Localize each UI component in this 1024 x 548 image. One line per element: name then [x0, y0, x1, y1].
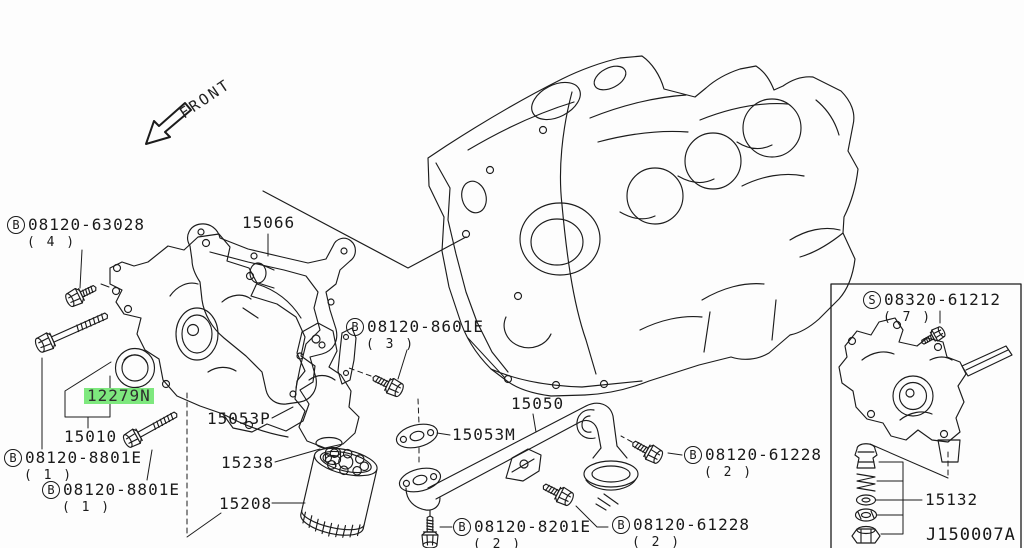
part-quantity: ( 3 ) [366, 337, 416, 352]
strainer-bell [584, 461, 638, 487]
part-quantity: ( 1 ) [62, 500, 112, 515]
relief-valve-15132-drawing [852, 444, 880, 543]
part-label-row: 15132 [925, 492, 978, 508]
part-number: 08120-8801E [63, 480, 180, 499]
prefix-circle-icon: B [612, 516, 630, 534]
part-label-cover-15053P[interactable]: 15053P [207, 411, 271, 427]
part-number: 15010 [64, 427, 118, 446]
cylinder-bore-3 [743, 99, 801, 157]
part-label-row: 15010 [64, 429, 117, 445]
part-label-row: 15050 [511, 396, 564, 412]
part-number: 15238 [221, 453, 275, 472]
part-number: 08120-8201E [474, 517, 591, 536]
strainer-flange [397, 464, 443, 496]
prefix-circle-icon: B [4, 449, 22, 467]
relief-valve-plug [855, 444, 877, 468]
part-quantity: ( 2 ) [704, 465, 754, 480]
part-quantity: ( 1 ) [24, 468, 74, 483]
part-quantity: ( 2 ) [473, 537, 523, 548]
part-label-strainer-15050[interactable]: 15050 [511, 396, 564, 412]
part-quantity: ( 7 ) [883, 310, 933, 325]
gasket-15053M-upper [394, 420, 440, 452]
part-number: 15208 [219, 494, 273, 513]
part-label-seal-12279N[interactable]: 12279N [84, 388, 154, 404]
oil-strainer-15050-drawing [394, 403, 638, 516]
alignment-pointer-line [263, 191, 466, 268]
part-number: 08320-61212 [884, 290, 1001, 309]
part-number: 15066 [242, 213, 296, 232]
part-label-gasket-15066[interactable]: 15066 [242, 215, 295, 231]
part-label-oil-pump-15010[interactable]: 15010 [64, 429, 117, 445]
engine-block-drawing [428, 56, 858, 396]
part-number: 08120-61228 [633, 515, 750, 534]
part-quantity: ( 4 ) [27, 235, 77, 250]
part-label-oil-filter-15208[interactable]: 15208 [219, 496, 272, 512]
prefix-circle-icon: B [346, 318, 364, 336]
front-cover-15010-drawing [110, 234, 359, 465]
part-quantity: ( 2 ) [632, 535, 682, 548]
part-label-row: 15238 [221, 455, 274, 471]
inset-pump-body-drawing [839, 318, 1012, 462]
part-label-adapter-15238[interactable]: 15238 [221, 455, 274, 471]
part-number: 12279N [84, 388, 154, 404]
inset-box [831, 284, 1021, 548]
cylinder-bore-1 [627, 168, 683, 224]
dashed-assembly-lines [187, 368, 632, 537]
drawing-code: J150007A [926, 525, 1016, 545]
prefix-circle-icon: B [684, 446, 702, 464]
part-number: 15132 [925, 490, 979, 509]
part-number: 15050 [511, 394, 565, 413]
pipe-bracket [506, 449, 541, 481]
part-label-gasket-15053M[interactable]: 15053M [452, 427, 516, 443]
cylinder-bore-2 [685, 133, 741, 189]
pump-rotor-opening [176, 308, 218, 360]
part-label-row: 12279N [84, 388, 154, 404]
prefix-circle-icon: B [42, 481, 60, 499]
part-label-row: 15066 [242, 215, 295, 231]
front-cover-opening [520, 203, 600, 275]
oil-filter-15208-drawing [297, 442, 379, 543]
pump-lower-housing [295, 323, 359, 448]
part-label-relief-valve-15132[interactable]: 15132 [925, 492, 978, 508]
prefix-circle-icon: B [453, 518, 471, 536]
prefix-circle-icon: B [7, 216, 25, 234]
part-number: 08120-63028 [28, 215, 145, 234]
part-number: 15053P [207, 409, 271, 428]
part-label-row: 15208 [219, 496, 272, 512]
part-number: 08120-8801E [25, 448, 142, 467]
relief-valve-spring [857, 474, 875, 491]
pipe-clamp [577, 410, 595, 439]
part-label-row: 15053M [452, 427, 516, 443]
part-number: 08120-61228 [705, 445, 822, 464]
part-number: 15053M [452, 425, 516, 444]
prefix-circle-icon: S [863, 291, 881, 309]
part-label-row: 15053P [207, 411, 271, 427]
oil-seal-12279N-drawing [116, 349, 155, 388]
relief-valve-bracket-lines [876, 462, 922, 534]
part-number: 08120-8601E [367, 317, 484, 336]
